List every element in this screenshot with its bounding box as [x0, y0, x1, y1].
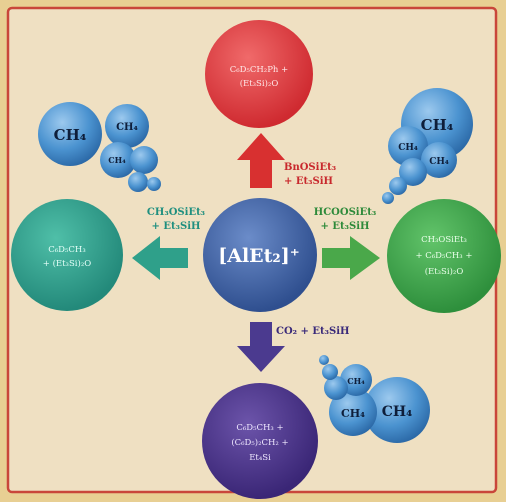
left-product-circle [11, 199, 123, 311]
methane-bubble [324, 376, 348, 400]
catalyst-label: [AlEt₂]⁺ [218, 245, 300, 267]
top-reagent-line1: BnOSiEt₃ [284, 162, 336, 173]
arrow-left [132, 236, 188, 280]
methane-label: CH₄ [108, 155, 126, 165]
methane-bubble [364, 377, 430, 443]
left-reagent-line1: CH₃OSiEt₃ [147, 207, 205, 218]
methane-bubbles-bottom-right [319, 355, 430, 443]
right-product-circle [387, 199, 501, 313]
methane-bubble [147, 177, 161, 191]
methane-bubble [388, 126, 428, 166]
catalyst-circle [203, 198, 317, 312]
bottom-product-line2: (C₆D₅)₂CH₂ + [231, 437, 288, 448]
right-product-line3: (Et₃Si)₂O [425, 266, 464, 277]
right-product-line1: CH₃OSiEt₃ [421, 235, 467, 245]
methane-bubble [100, 142, 136, 178]
methane-bubble [329, 388, 377, 436]
arrow-down [237, 322, 285, 372]
methane-bubble [421, 142, 457, 178]
bottom-product-line1: C₆D₅CH₃ + [236, 423, 283, 433]
left-product-line2: + (Et₃Si)₂O [43, 258, 91, 269]
methane-bubble [38, 102, 102, 166]
top-reagent-line2: + Et₃SiH [284, 176, 333, 187]
methane-label: CH₄ [421, 116, 454, 134]
top-product-circle [205, 20, 313, 128]
methane-bubble [382, 192, 394, 204]
methane-label: CH₄ [347, 376, 365, 386]
methane-label: CH₄ [116, 122, 138, 133]
top-product-line2: (Et₃Si)₂O [240, 78, 279, 89]
methane-bubble [319, 355, 329, 365]
methane-bubble [130, 146, 158, 174]
left-product-line1: C₆D₅CH₃ [48, 245, 85, 255]
right-reagent-line1: HCOOSiEt₃ [314, 207, 376, 218]
top-product-line1: C₆D₅CH₂Ph + [230, 65, 288, 75]
methane-bubble [128, 172, 148, 192]
bottom-reagent-line1: CO₂ + Et₃SiH [276, 326, 349, 337]
methane-bubble [322, 364, 338, 380]
arrow-up [237, 133, 285, 188]
methane-bubble [399, 158, 427, 186]
methane-label: CH₄ [382, 404, 413, 420]
methane-bubble [389, 177, 407, 195]
left-reagent-line2: + Et₃SiH [152, 221, 201, 232]
methane-bubbles-top-left [38, 102, 161, 192]
methane-label: CH₄ [429, 157, 449, 167]
methane-bubbles-top-right [382, 88, 473, 204]
bottom-product-circle [202, 383, 318, 499]
methane-label: CH₄ [54, 126, 87, 144]
methane-label: CH₄ [341, 407, 365, 420]
right-product-line2: + C₆D₅CH₃ + [415, 251, 472, 261]
methane-label: CH₄ [398, 143, 418, 153]
arrow-right [322, 236, 380, 280]
methane-bubble [105, 104, 149, 148]
bottom-product-line3: Et₄Si [249, 453, 271, 463]
right-reagent-line2: + Et₃SiH [321, 221, 370, 232]
